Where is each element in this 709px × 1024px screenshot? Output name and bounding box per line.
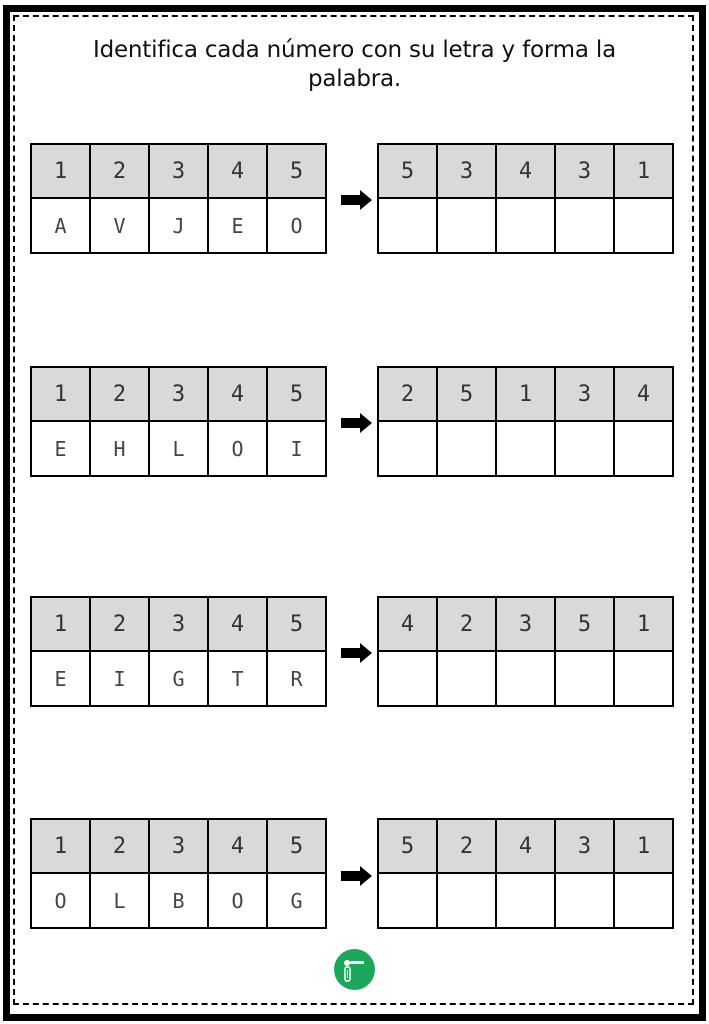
answer-number-cell: 1 bbox=[613, 143, 674, 199]
key-number-cell: 4 bbox=[207, 143, 268, 199]
answer-letter-blank[interactable] bbox=[554, 197, 615, 254]
key-number-cell: 2 bbox=[89, 818, 150, 874]
right-arrow-icon bbox=[341, 643, 372, 663]
key-letter-cell: E bbox=[30, 650, 91, 707]
page-border-inner-dashed bbox=[13, 15, 694, 1005]
key-number-cell: 3 bbox=[148, 596, 209, 652]
answer-letter-blank[interactable] bbox=[613, 872, 674, 929]
key-number-cell: 4 bbox=[207, 818, 268, 874]
right-arrow-icon bbox=[341, 190, 372, 210]
key-letter-cell: J bbox=[148, 197, 209, 254]
answer-letter-blank[interactable] bbox=[554, 872, 615, 929]
answer-letter-blank[interactable] bbox=[495, 420, 556, 477]
key-letter-cell: E bbox=[207, 197, 268, 254]
key-letter-cell: G bbox=[266, 872, 327, 929]
answer-letter-blank[interactable] bbox=[613, 420, 674, 477]
exercise-4-answer-table: 5 2 4 3 1 bbox=[377, 818, 674, 929]
key-letter-cell: I bbox=[266, 420, 327, 477]
answer-letter-blank[interactable] bbox=[436, 872, 497, 929]
exercise-2-answer-table: 2 5 1 3 4 bbox=[377, 366, 674, 477]
key-letter-cell: R bbox=[266, 650, 327, 707]
page-border-outer bbox=[3, 5, 706, 1021]
answer-number-cell: 5 bbox=[554, 596, 615, 652]
key-number-cell: 3 bbox=[148, 143, 209, 199]
answer-number-cell: 3 bbox=[554, 818, 615, 874]
answer-number-cell: 2 bbox=[436, 596, 497, 652]
key-letter-cell: T bbox=[207, 650, 268, 707]
key-letter-cell: O bbox=[207, 872, 268, 929]
key-letter-cell: I bbox=[89, 650, 150, 707]
answer-letter-blank[interactable] bbox=[377, 650, 438, 707]
key-number-cell: 5 bbox=[266, 143, 327, 199]
answer-number-cell: 3 bbox=[495, 596, 556, 652]
key-letter-cell: A bbox=[30, 197, 91, 254]
instructions-title: Identifica cada número con su letra y fo… bbox=[20, 36, 689, 94]
key-number-cell: 1 bbox=[30, 596, 91, 652]
answer-letter-blank[interactable] bbox=[554, 650, 615, 707]
answer-number-cell: 1 bbox=[495, 366, 556, 422]
answer-letter-blank[interactable] bbox=[495, 872, 556, 929]
answer-letter-blank[interactable] bbox=[436, 197, 497, 254]
key-letter-cell: E bbox=[30, 420, 91, 477]
right-arrow-icon bbox=[341, 413, 372, 433]
key-number-cell: 2 bbox=[89, 596, 150, 652]
key-letter-cell: L bbox=[148, 420, 209, 477]
answer-number-cell: 5 bbox=[436, 366, 497, 422]
key-number-cell: 5 bbox=[266, 366, 327, 422]
key-letter-cell: L bbox=[89, 872, 150, 929]
answer-number-cell: 3 bbox=[436, 143, 497, 199]
answer-letter-blank[interactable] bbox=[554, 420, 615, 477]
exercise-3-answer-table: 4 2 3 5 1 bbox=[377, 596, 674, 707]
key-letter-cell: V bbox=[89, 197, 150, 254]
key-number-cell: 4 bbox=[207, 596, 268, 652]
exercise-2-key-table: 1 2 3 4 5 E H L O I bbox=[30, 366, 327, 477]
key-number-cell: 4 bbox=[207, 366, 268, 422]
answer-number-cell: 4 bbox=[377, 596, 438, 652]
key-number-cell: 1 bbox=[30, 366, 91, 422]
answer-number-cell: 5 bbox=[377, 143, 438, 199]
answer-letter-blank[interactable] bbox=[377, 420, 438, 477]
key-number-cell: 3 bbox=[148, 818, 209, 874]
answer-letter-blank[interactable] bbox=[495, 650, 556, 707]
answer-letter-blank[interactable] bbox=[495, 197, 556, 254]
brand-logo-icon bbox=[334, 949, 375, 990]
answer-number-cell: 3 bbox=[554, 143, 615, 199]
answer-number-cell: 5 bbox=[377, 818, 438, 874]
exercise-4-key-table: 1 2 3 4 5 O L B O G bbox=[30, 818, 327, 929]
answer-number-cell: 1 bbox=[613, 596, 674, 652]
answer-letter-blank[interactable] bbox=[436, 420, 497, 477]
key-letter-cell: B bbox=[148, 872, 209, 929]
key-number-cell: 1 bbox=[30, 818, 91, 874]
right-arrow-icon bbox=[341, 866, 372, 886]
exercise-1-answer-table: 5 3 4 3 1 bbox=[377, 143, 674, 254]
answer-number-cell: 4 bbox=[495, 818, 556, 874]
key-letter-cell: H bbox=[89, 420, 150, 477]
exercise-3-key-table: 1 2 3 4 5 E I G T R bbox=[30, 596, 327, 707]
key-number-cell: 2 bbox=[89, 366, 150, 422]
key-number-cell: 2 bbox=[89, 143, 150, 199]
answer-number-cell: 1 bbox=[613, 818, 674, 874]
answer-number-cell: 3 bbox=[554, 366, 615, 422]
answer-number-cell: 2 bbox=[436, 818, 497, 874]
answer-letter-blank[interactable] bbox=[613, 197, 674, 254]
key-number-cell: 5 bbox=[266, 596, 327, 652]
answer-letter-blank[interactable] bbox=[377, 197, 438, 254]
answer-letter-blank[interactable] bbox=[613, 650, 674, 707]
logo-glyph-icon bbox=[344, 960, 364, 982]
title-line-2: palabra. bbox=[307, 66, 402, 92]
key-letter-cell: O bbox=[30, 872, 91, 929]
exercise-1-key-table: 1 2 3 4 5 A V J E O bbox=[30, 143, 327, 254]
answer-letter-blank[interactable] bbox=[436, 650, 497, 707]
answer-letter-blank[interactable] bbox=[377, 872, 438, 929]
key-letter-cell: O bbox=[207, 420, 268, 477]
key-number-cell: 5 bbox=[266, 818, 327, 874]
answer-number-cell: 4 bbox=[495, 143, 556, 199]
key-letter-cell: O bbox=[266, 197, 327, 254]
answer-number-cell: 2 bbox=[377, 366, 438, 422]
answer-number-cell: 4 bbox=[613, 366, 674, 422]
key-number-cell: 1 bbox=[30, 143, 91, 199]
key-letter-cell: G bbox=[148, 650, 209, 707]
title-line-1: Identifica cada número con su letra y fo… bbox=[93, 37, 616, 63]
key-number-cell: 3 bbox=[148, 366, 209, 422]
